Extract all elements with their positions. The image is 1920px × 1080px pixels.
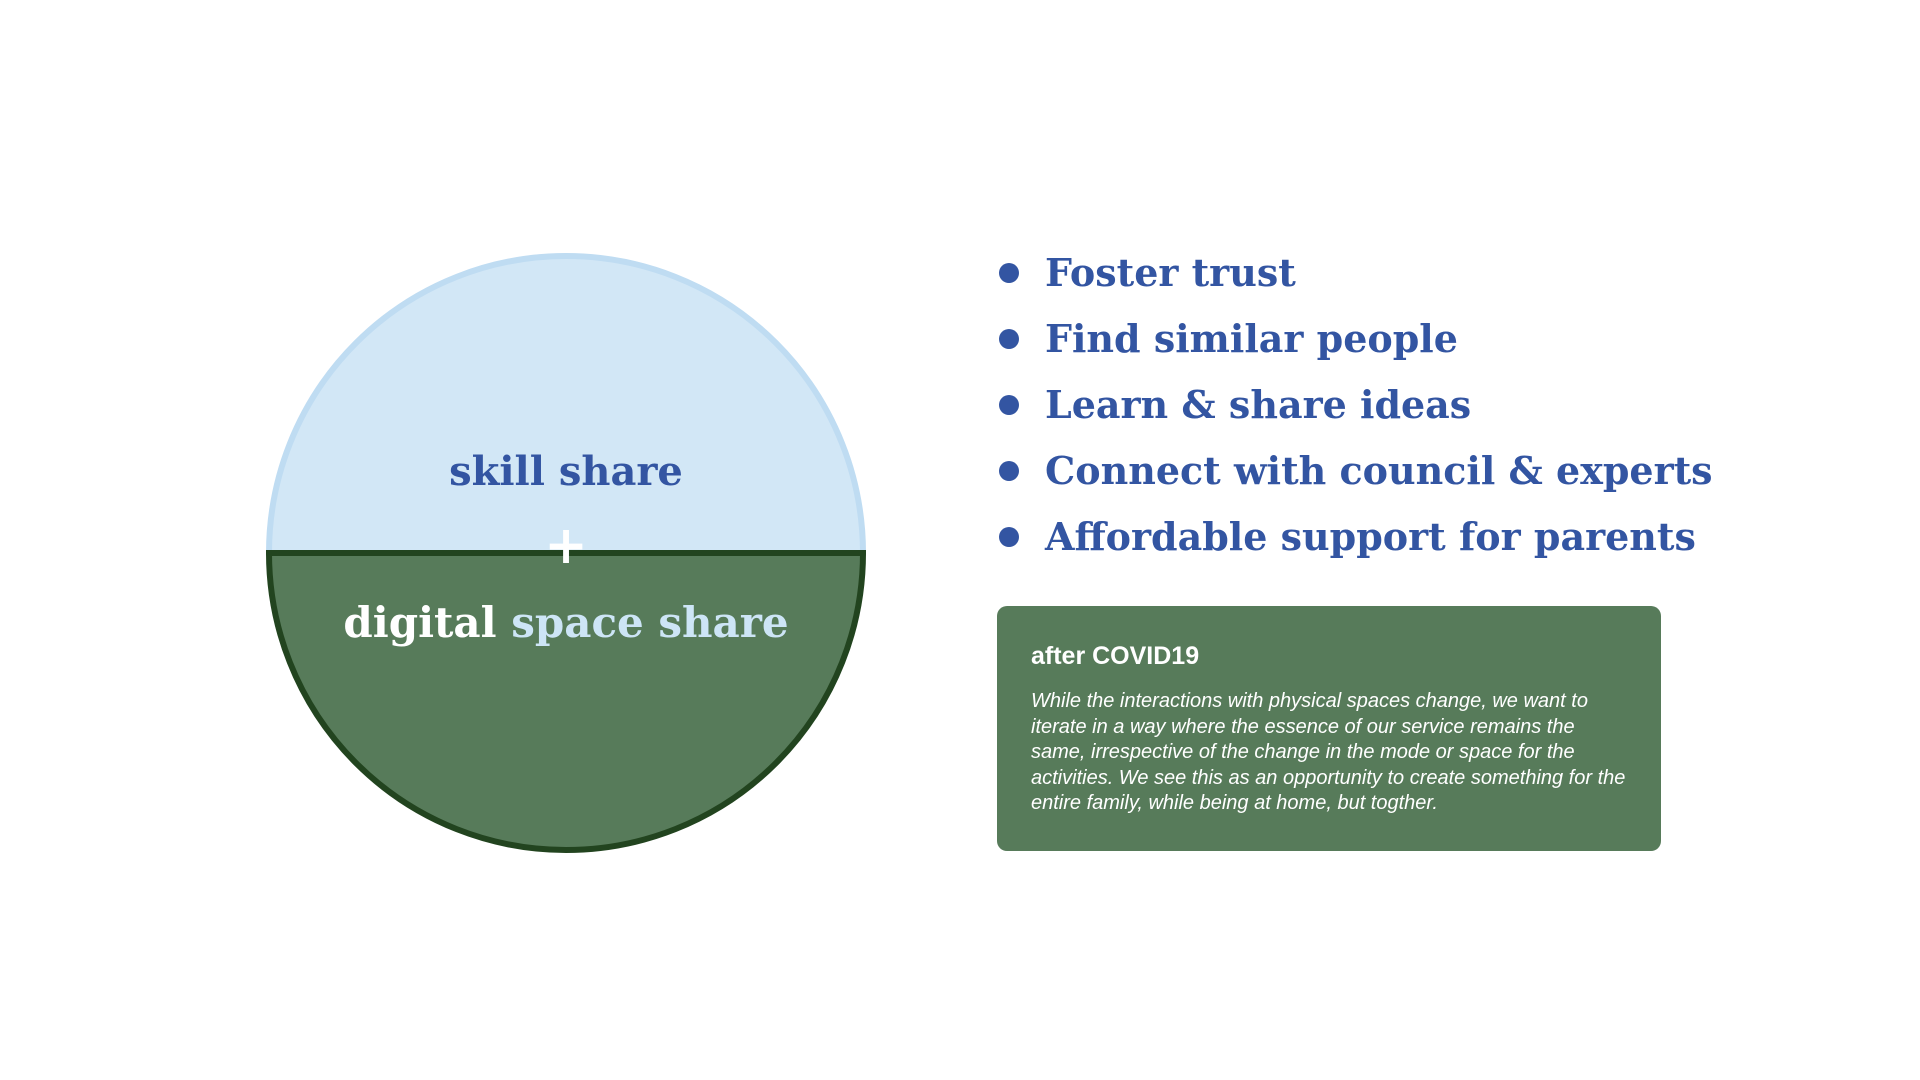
list-item: Connect with council & experts — [995, 446, 1713, 512]
bullet-dot-icon — [999, 329, 1019, 349]
list-item-label: Learn & share ideas — [1045, 382, 1472, 427]
list-item-label: Affordable support for parents — [1045, 514, 1696, 559]
benefits-list: Foster trust Find similar people Learn &… — [995, 248, 1713, 578]
list-item: Foster trust — [995, 248, 1713, 314]
list-item-label: Connect with council & experts — [1045, 448, 1713, 493]
skill-share-label: skill share — [449, 448, 683, 495]
space-share-words: space share — [511, 598, 789, 647]
bullet-dot-icon — [999, 527, 1019, 547]
plus-sign: + — [544, 515, 588, 576]
info-box-title: after COVID19 — [1031, 642, 1200, 670]
bullet-dot-icon — [999, 263, 1019, 283]
bullet-dot-icon — [999, 461, 1019, 481]
list-item: Affordable support for parents — [995, 512, 1713, 578]
digital-space-share-label: digital space share — [266, 598, 866, 647]
info-box-body: While the interactions with physical spa… — [1031, 690, 1626, 814]
circle-bottom-half — [266, 550, 866, 853]
list-item: Learn & share ideas — [995, 380, 1713, 446]
covid-info-box: after COVID19 While the interactions wit… — [997, 606, 1661, 851]
digital-word: digital — [343, 598, 497, 647]
bullet-dot-icon — [999, 395, 1019, 415]
split-circle-diagram — [266, 253, 866, 853]
list-item: Find similar people — [995, 314, 1713, 380]
list-item-label: Foster trust — [1045, 250, 1296, 295]
circle-top-half — [266, 253, 866, 556]
list-item-label: Find similar people — [1045, 316, 1458, 361]
